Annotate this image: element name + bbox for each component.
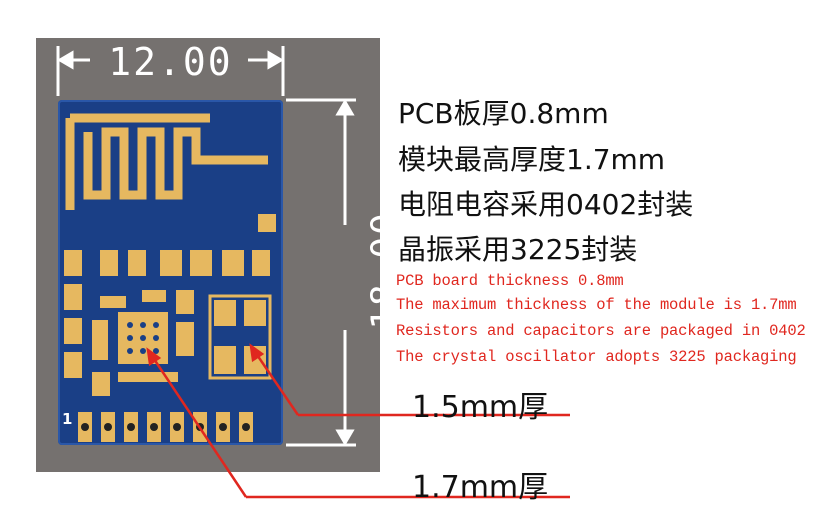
height-dimension: 18.00 xyxy=(300,100,406,445)
width-dimension-lines xyxy=(56,46,285,96)
pcb-antenna-trace xyxy=(65,113,268,210)
antenna-pad xyxy=(258,214,276,232)
width-dimension-label: 12.00 xyxy=(108,40,233,84)
rf-chip-vias xyxy=(127,322,159,354)
spec-en-max-thickness: The maximum thickness of the module is 1… xyxy=(396,296,797,314)
width-dimension: 12.00 xyxy=(58,40,283,86)
spec-en-passive-package: Resistors and capacitors are packaged in… xyxy=(396,322,806,340)
spec-cn-pcb-thickness: PCB板厚0.8mm xyxy=(398,97,609,130)
callout-crystal-thickness: 1.5mm厚 xyxy=(412,390,549,425)
callout-chip-thickness: 1.7mm厚 xyxy=(412,470,549,505)
spec-cn-crystal-package: 晶振采用3225封装 xyxy=(398,233,638,266)
callout-lines xyxy=(146,343,570,499)
pin1-label: 1 xyxy=(62,410,73,428)
spec-cn-passive-package: 电阻电容采用0402封装 xyxy=(398,188,694,221)
spec-en-pcb-thickness: PCB board thickness 0.8mm xyxy=(396,272,624,290)
spec-en-crystal-package: The crystal oscillator adopts 3225 packa… xyxy=(396,348,797,366)
height-dimension-lines xyxy=(286,98,356,447)
spec-cn-max-thickness: 模块最高厚度1.7mm xyxy=(398,143,666,176)
